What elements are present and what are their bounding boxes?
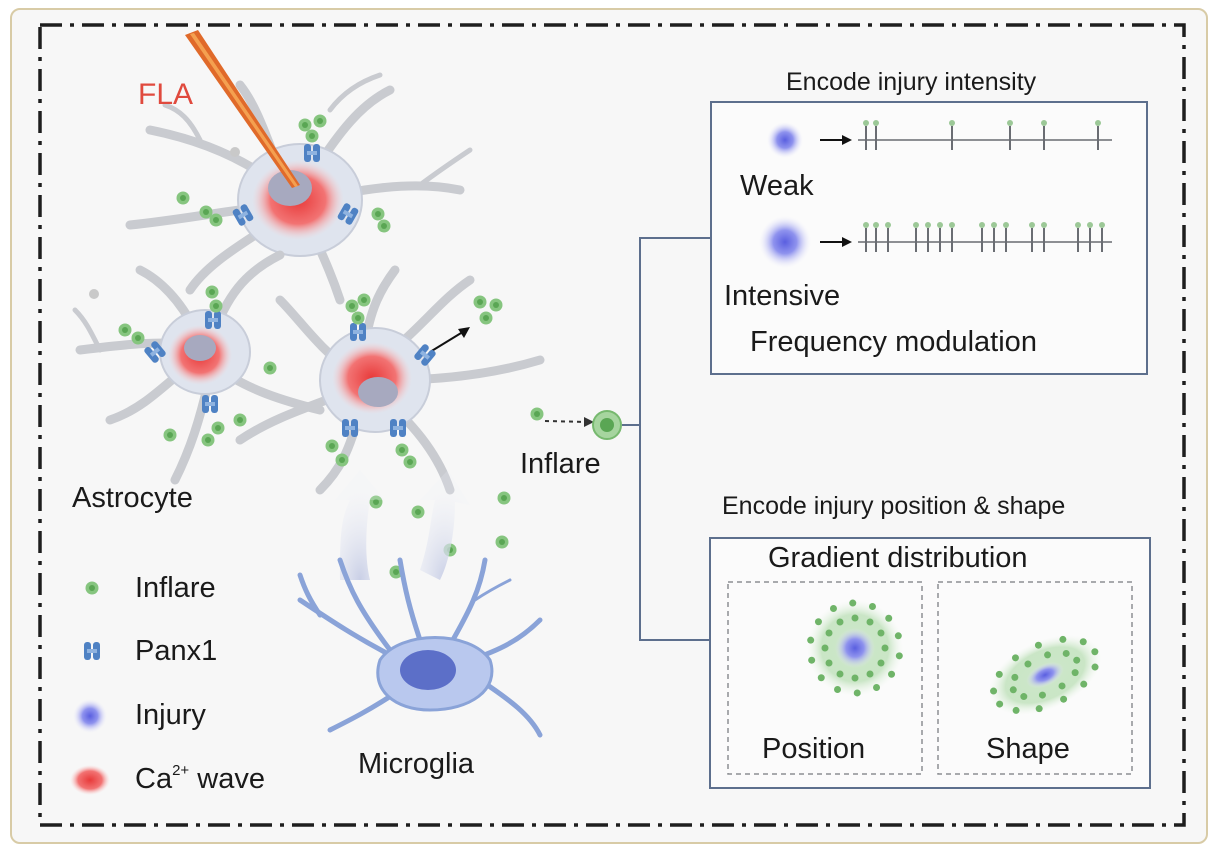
shape-box [937, 581, 1133, 775]
microglia-arrows [335, 470, 470, 580]
position-box [727, 581, 923, 775]
gradient-dot [1035, 705, 1043, 713]
ca-wave-icon [70, 765, 110, 795]
gradient-dot [866, 618, 874, 626]
injury-icon [73, 699, 107, 733]
gradient-dot [866, 670, 874, 678]
gradient-dot [836, 618, 844, 626]
gradient-dot [868, 603, 876, 611]
spike-dot [1075, 222, 1081, 228]
gradient-dot [1062, 649, 1070, 657]
gradient-dot [1020, 693, 1028, 701]
shape-label: Shape [986, 733, 1070, 765]
gradient-dot [990, 687, 998, 695]
gradient-dot [1011, 654, 1019, 662]
panx1-icon [84, 642, 100, 660]
spike-dot [949, 222, 955, 228]
gradient-dot [1058, 682, 1066, 690]
gradient-dot [877, 659, 885, 667]
gradient-dot [1091, 663, 1099, 671]
gradient-dot [873, 684, 881, 692]
gradient-dot [1011, 673, 1019, 681]
gradient-dot [995, 670, 1003, 678]
gradient-dot [853, 689, 861, 697]
spike-dot [885, 222, 891, 228]
gradient-dot [895, 652, 903, 660]
spike-dot [1003, 222, 1009, 228]
gradient-dot [1091, 648, 1099, 656]
intensive-injury-icon [759, 216, 811, 268]
gradient-dot [1079, 638, 1087, 646]
legend-injury: Injury [135, 699, 206, 731]
gradient-dot [825, 629, 833, 637]
gradient-dot [821, 644, 829, 652]
fla-label: FLA [138, 78, 194, 111]
position-title: Encode injury position & shape [722, 492, 1066, 520]
dashdot-border [38, 23, 1186, 827]
spike-dot [1099, 222, 1105, 228]
gradient-dot [1009, 686, 1017, 694]
spike-dot [1041, 222, 1047, 228]
spike-dot [1007, 120, 1013, 126]
gradient-dot [877, 629, 885, 637]
weak-injury-icon [767, 122, 803, 158]
spike-dot [913, 222, 919, 228]
connector-lines [622, 237, 710, 641]
intensive-label: Intensive [724, 280, 841, 312]
gradient-dot [814, 618, 822, 626]
spike-dot [1029, 222, 1035, 228]
gradient-heading: Gradient distribution [768, 542, 1028, 574]
gradient-dot [825, 659, 833, 667]
gradient-dot [888, 670, 896, 678]
gradient-dot [834, 685, 842, 693]
astrocyte-label: Astrocyte [72, 482, 193, 514]
weak-label: Weak [740, 170, 814, 202]
spike-dot [1095, 120, 1101, 126]
legend-inflare: Inflare [135, 572, 216, 604]
intensity-title: Encode injury intensity [786, 68, 1037, 96]
gradient-dot [996, 700, 1004, 708]
gradient-dot [1034, 641, 1042, 649]
gradient-dot [1012, 706, 1020, 714]
gradient-dot [1080, 680, 1088, 688]
gradient-dot [807, 636, 815, 644]
microglia-label: Microglia [358, 748, 475, 780]
spike-dot [979, 222, 985, 228]
spike-dot [925, 222, 931, 228]
gradient-dot [881, 644, 889, 652]
spike-dot [937, 222, 943, 228]
spike-dot [863, 120, 869, 126]
spike-dot [991, 222, 997, 228]
spike-dot [873, 120, 879, 126]
spike-dot [863, 222, 869, 228]
frequency-caption: Frequency modulation [750, 326, 1037, 358]
gradient-dot [1044, 651, 1052, 659]
inflare-center-label: Inflare [520, 448, 601, 480]
gradient-dot [851, 674, 859, 682]
gradient-dot [1059, 635, 1067, 643]
gradient-dot [1073, 656, 1081, 664]
gradient-dot [894, 632, 902, 640]
spike-dot [1087, 222, 1093, 228]
gradient-dot [836, 670, 844, 678]
gradient-dot [829, 604, 837, 612]
gradient-dot [849, 599, 857, 607]
spike-dot [873, 222, 879, 228]
spike-dot [1041, 120, 1047, 126]
gradient-dot [851, 614, 859, 622]
position-label: Position [762, 733, 866, 765]
inflare-particles [89, 114, 511, 579]
gradient-dot [817, 674, 825, 682]
legend-ca-wave: Ca2+ wave [135, 762, 265, 795]
inflare-icon [85, 581, 99, 595]
gradient-dot [808, 656, 816, 664]
gradient-dot [1060, 695, 1068, 703]
spike-dot [949, 120, 955, 126]
legend-panx1: Panx1 [135, 635, 218, 667]
gradient-dot [1071, 669, 1079, 677]
gradient-dot [885, 614, 893, 622]
gradient-dot [1038, 691, 1046, 699]
gradient-dot [1024, 660, 1032, 668]
